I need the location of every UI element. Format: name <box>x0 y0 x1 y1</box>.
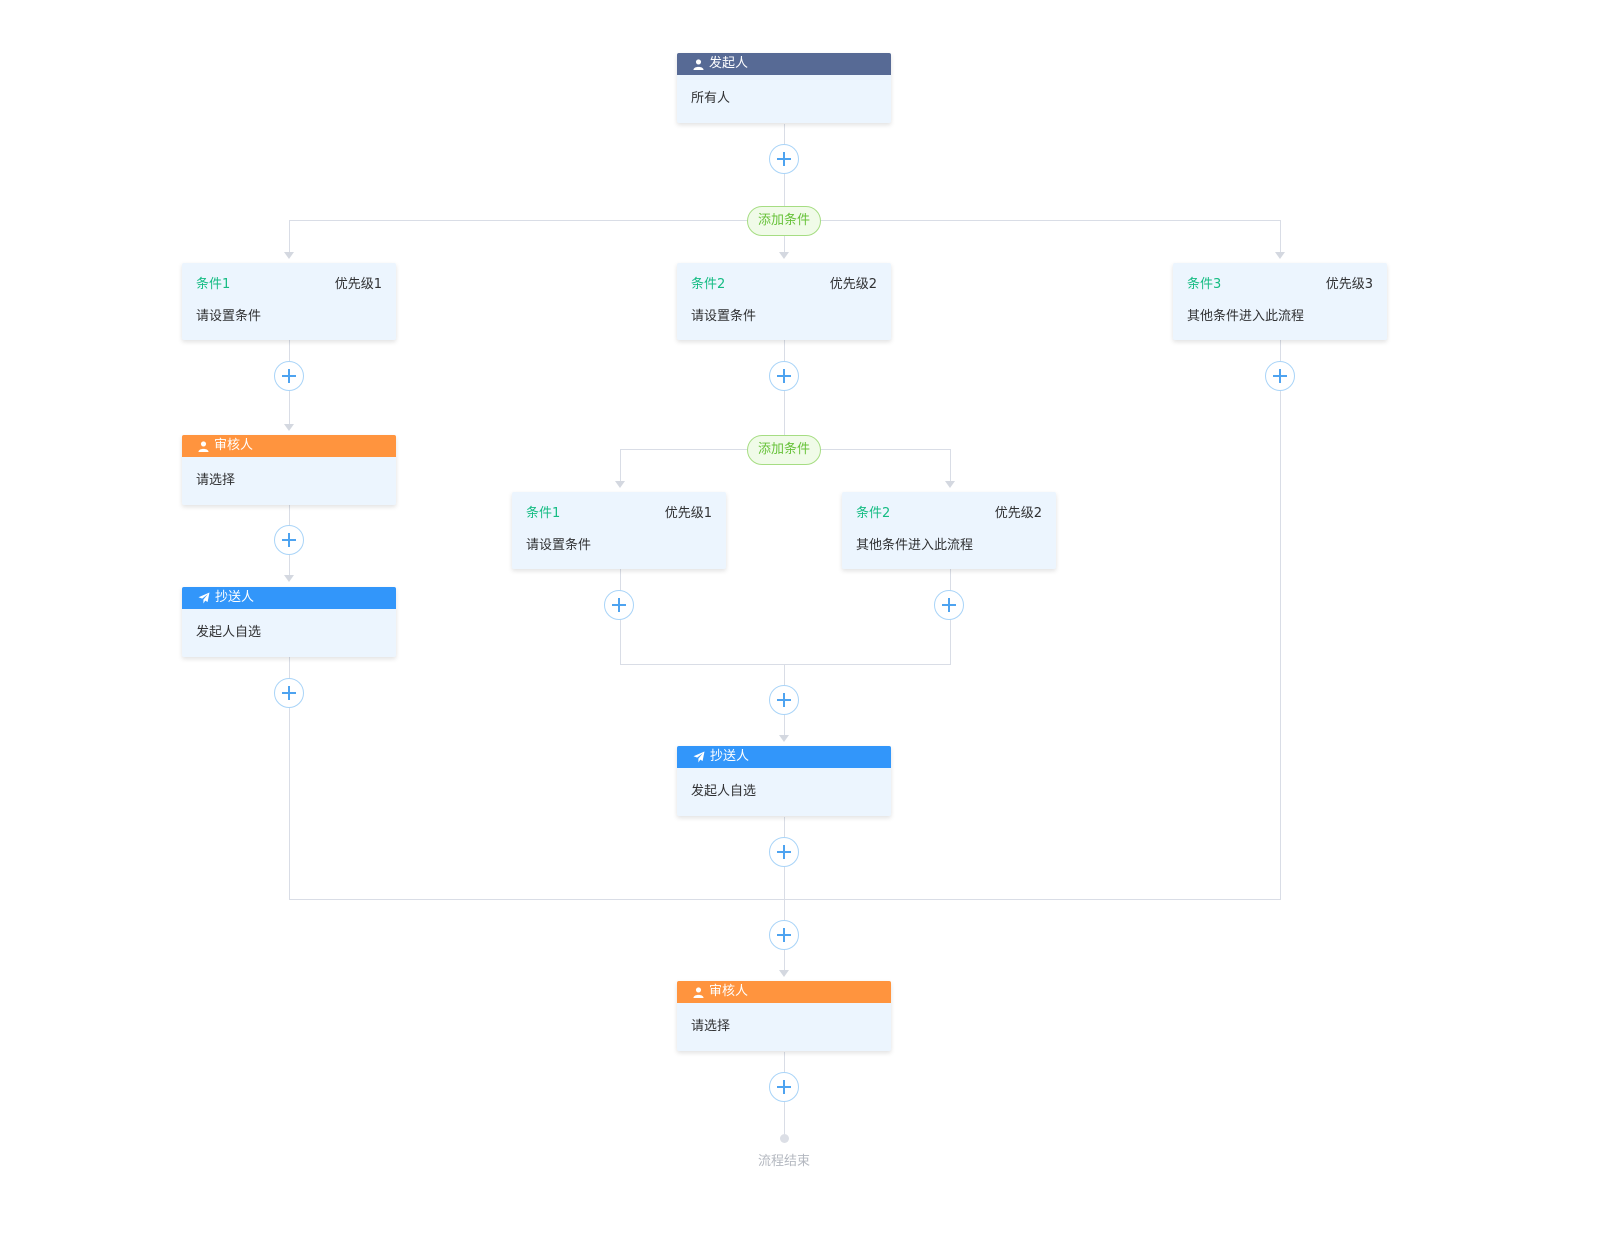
start-node-header: 发起人 <box>677 53 891 75</box>
plus-icon <box>282 533 296 547</box>
plus-icon <box>282 686 296 700</box>
user-icon <box>693 986 704 998</box>
add-condition-button[interactable]: 添加条件 <box>747 435 821 465</box>
arrow-down-icon <box>284 424 294 431</box>
connector-line <box>1280 340 1281 900</box>
condition-card[interactable]: 条件1 优先级1 请设置条件 <box>512 492 726 569</box>
connector-line <box>289 220 290 253</box>
start-node-title: 发起人 <box>709 56 749 71</box>
send-icon <box>198 592 210 604</box>
condition-priority: 优先级1 <box>664 506 712 521</box>
connector-line <box>289 657 290 900</box>
add-node-button[interactable] <box>274 361 304 391</box>
condition-content: 请设置条件 <box>196 309 262 324</box>
plus-icon <box>612 598 626 612</box>
user-icon <box>198 440 209 452</box>
add-node-button[interactable] <box>1265 361 1295 391</box>
condition-priority: 优先级2 <box>994 506 1042 521</box>
plus-icon <box>282 369 296 383</box>
cc-node-header: 抄送人 <box>182 587 396 609</box>
arrow-down-icon <box>1275 252 1285 259</box>
plus-icon <box>777 152 791 166</box>
add-node-button[interactable] <box>769 920 799 950</box>
start-node-card[interactable]: 发起人 所有人 <box>677 53 891 123</box>
plus-icon <box>1273 369 1287 383</box>
approver-node-title: 审核人 <box>709 984 749 999</box>
add-node-button[interactable] <box>769 685 799 715</box>
approver-node-header: 审核人 <box>677 981 891 1003</box>
connector-line <box>620 449 621 482</box>
add-node-button[interactable] <box>769 1072 799 1102</box>
approver-node-title: 审核人 <box>214 438 254 453</box>
send-icon <box>693 751 705 763</box>
condition-card[interactable]: 条件2 优先级2 其他条件进入此流程 <box>842 492 1056 569</box>
cc-node-card[interactable]: 抄送人 发起人自选 <box>182 587 396 657</box>
cc-node-title: 抄送人 <box>710 749 750 764</box>
arrow-down-icon <box>945 481 955 488</box>
connector-line <box>289 899 1281 900</box>
plus-icon <box>777 845 791 859</box>
condition-priority: 优先级1 <box>334 277 382 292</box>
condition-card[interactable]: 条件1 优先级1 请设置条件 <box>182 263 396 340</box>
add-node-button[interactable] <box>769 144 799 174</box>
add-node-button[interactable] <box>769 361 799 391</box>
arrow-down-icon <box>615 481 625 488</box>
condition-title: 条件1 <box>526 506 561 521</box>
cc-node-header: 抄送人 <box>677 746 891 768</box>
condition-card[interactable]: 条件2 优先级2 请设置条件 <box>677 263 891 340</box>
add-condition-button[interactable]: 添加条件 <box>747 206 821 236</box>
arrow-down-icon <box>779 252 789 259</box>
condition-title: 条件2 <box>691 277 726 292</box>
start-node-content: 所有人 <box>691 91 731 106</box>
end-node-dot <box>780 1134 789 1143</box>
condition-content: 请设置条件 <box>691 309 757 324</box>
plus-icon <box>777 928 791 942</box>
plus-icon <box>777 693 791 707</box>
add-node-button[interactable] <box>274 525 304 555</box>
arrow-down-icon <box>284 575 294 582</box>
approver-node-content: 请选择 <box>691 1019 731 1034</box>
condition-card[interactable]: 条件3 优先级3 其他条件进入此流程 <box>1173 263 1387 340</box>
connector-line <box>620 664 951 665</box>
end-node-label: 流程结束 <box>757 1154 810 1169</box>
approver-node-card[interactable]: 审核人 请选择 <box>182 435 396 505</box>
arrow-down-icon <box>779 735 789 742</box>
add-node-button[interactable] <box>769 837 799 867</box>
connector-line <box>1280 220 1281 253</box>
condition-priority: 优先级2 <box>829 277 877 292</box>
arrow-down-icon <box>779 970 789 977</box>
arrow-down-icon <box>284 252 294 259</box>
add-node-button[interactable] <box>274 678 304 708</box>
plus-icon <box>777 1080 791 1094</box>
approver-node-card[interactable]: 审核人 请选择 <box>677 981 891 1051</box>
connector-line <box>784 124 785 253</box>
cc-node-content: 发起人自选 <box>196 625 262 640</box>
user-icon <box>693 58 704 70</box>
plus-icon <box>777 369 791 383</box>
condition-title: 条件3 <box>1187 277 1222 292</box>
condition-title: 条件2 <box>856 506 891 521</box>
condition-content: 其他条件进入此流程 <box>856 538 974 553</box>
cc-node-card[interactable]: 抄送人 发起人自选 <box>677 746 891 816</box>
plus-icon <box>942 598 956 612</box>
condition-content: 其他条件进入此流程 <box>1187 309 1305 324</box>
condition-title: 条件1 <box>196 277 231 292</box>
cc-node-content: 发起人自选 <box>691 784 757 799</box>
add-node-button[interactable] <box>604 590 634 620</box>
approver-node-content: 请选择 <box>196 473 236 488</box>
connector-line <box>950 449 951 482</box>
condition-priority: 优先级3 <box>1325 277 1373 292</box>
approver-node-header: 审核人 <box>182 435 396 457</box>
condition-content: 请设置条件 <box>526 538 592 553</box>
cc-node-title: 抄送人 <box>215 590 255 605</box>
add-node-button[interactable] <box>934 590 964 620</box>
